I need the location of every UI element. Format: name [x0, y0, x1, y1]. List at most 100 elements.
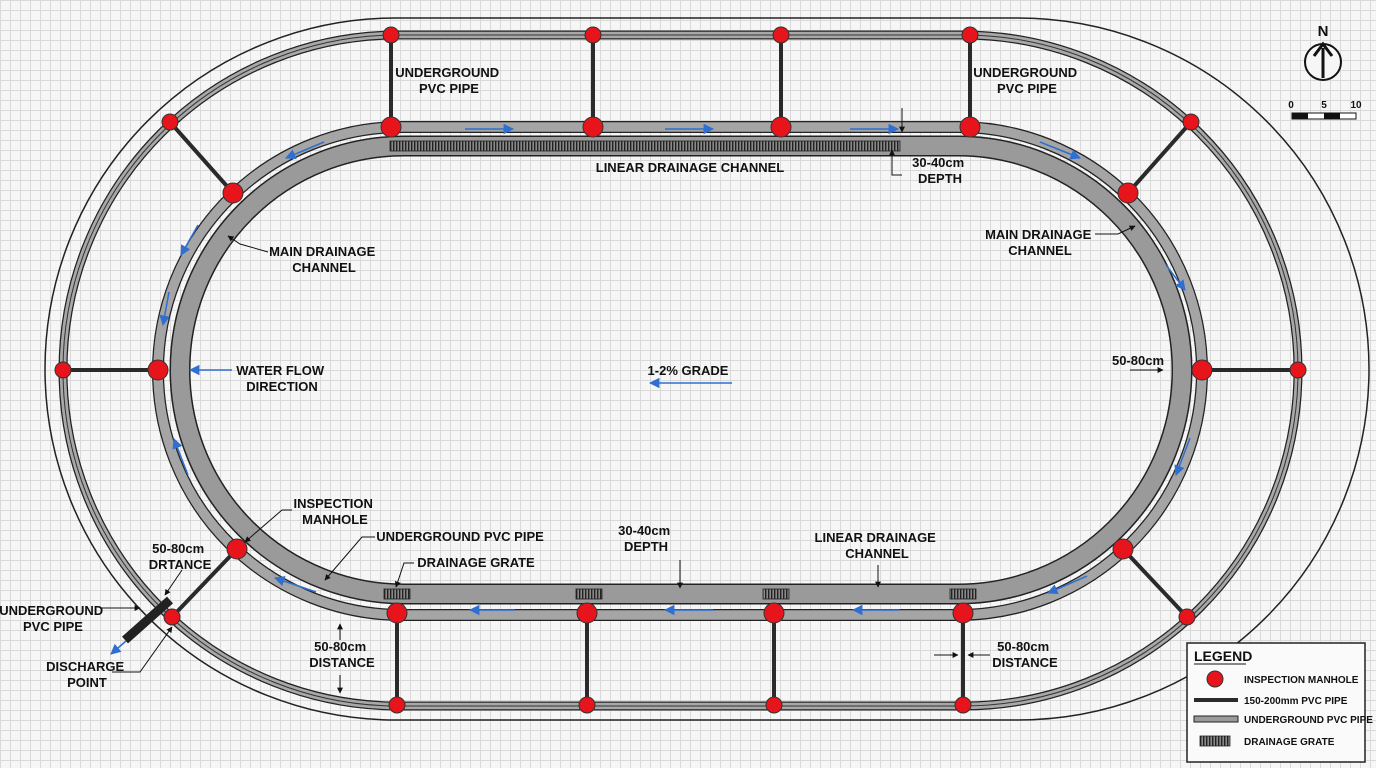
flow-arrow — [172, 438, 189, 476]
label-distance-bottom: 50-80cm DISTANCE — [309, 639, 375, 670]
leader-main-channel-right — [1095, 225, 1136, 235]
leader-underground-pipe-bottom — [324, 536, 375, 581]
flow-arrow — [274, 576, 317, 593]
label-distance-bl: 50-80cm DRTANCE — [149, 541, 212, 572]
label-inspection-manhole: INSPECTION MANHOLE — [293, 496, 376, 527]
scale-tick-10: 10 — [1350, 100, 1362, 111]
legend-item-manhole: INSPECTION MANHOLE — [1206, 670, 1359, 688]
manhole-symbol-icon — [1206, 670, 1224, 688]
label-linear-channel-top: LINEAR DRAINAGE CHANNEL — [596, 160, 785, 175]
leader-discharge — [112, 626, 173, 673]
label-discharge: DISCHARGE POINT — [46, 659, 128, 690]
label-water-flow: WATER FLOW DIRECTION — [236, 363, 327, 394]
north-compass: N — [1304, 23, 1342, 81]
leader-inspection-manhole — [244, 509, 292, 543]
manhole — [226, 538, 248, 560]
pvc-pipe — [168, 120, 235, 195]
scale-tick-5: 5 — [1321, 100, 1327, 111]
manhole — [765, 696, 783, 714]
legend-title: LEGEND — [1194, 648, 1252, 664]
label-underground-pipe-bottom: UNDERGROUND PVC PIPE — [376, 529, 544, 544]
drainage-grate — [762, 588, 790, 600]
manhole — [772, 26, 790, 44]
label-main-channel-left: MAIN DRAINAGE CHANNEL — [269, 244, 379, 275]
manhole — [54, 361, 72, 379]
north-arrow-icon — [1312, 41, 1334, 57]
legend-label: INSPECTION MANHOLE — [1244, 675, 1359, 686]
drainage-grate — [383, 588, 411, 600]
manhole — [763, 602, 785, 624]
grate-symbol-icon — [1199, 735, 1231, 747]
flow-arrow — [1047, 575, 1088, 595]
inspection-manholes — [54, 26, 1307, 714]
label-main-channel-right: MAIN DRAINAGE CHANNEL — [985, 227, 1095, 258]
manhole — [386, 602, 408, 624]
manhole — [163, 608, 181, 626]
flow-arrow — [285, 141, 325, 160]
manhole — [1289, 361, 1307, 379]
label-underground-pipe-left: UNDERGROUND PVC PIPE — [0, 603, 107, 634]
flow-arrow — [159, 291, 170, 327]
legend-item-grate: DRAINAGE GRATE — [1199, 735, 1335, 748]
drainage-grate — [575, 588, 603, 600]
outer-boundary — [44, 17, 1370, 721]
pvc-pipe-connectors — [63, 35, 1298, 705]
flow-arrow — [1174, 437, 1191, 476]
manhole — [388, 696, 406, 714]
manhole — [1182, 113, 1200, 131]
manhole — [770, 116, 792, 138]
flow-arrow — [1165, 264, 1186, 291]
pvc-pipe — [170, 547, 239, 619]
manhole — [161, 113, 179, 131]
discharge-pipe — [122, 596, 173, 644]
legend-label: 150-200mm PVC PIPE — [1244, 696, 1348, 707]
drainage-grate — [389, 140, 901, 152]
leader-depth-top-2 — [889, 149, 902, 176]
manhole — [1191, 359, 1213, 381]
flow-arrows — [159, 123, 1191, 616]
manhole — [1117, 182, 1139, 204]
manhole — [584, 26, 602, 44]
compass-label: N — [1318, 23, 1329, 40]
label-depth-bottom: 30-40cm DEPTH — [618, 523, 674, 554]
label-distance-right: 50-80cm DISTANCE — [992, 639, 1058, 670]
manhole — [222, 182, 244, 204]
manhole — [952, 602, 974, 624]
legend-label: DRAINAGE GRATE — [1244, 737, 1335, 748]
legend-item-pvc-pipe: 150-200mm PVC PIPE — [1194, 696, 1348, 707]
underground-pipe-symbol-icon — [1193, 715, 1239, 723]
label-depth-top: 30-40cm DEPTH — [912, 155, 968, 186]
leader-lines — [100, 108, 1164, 694]
label-underground-pipe-top-right: UNDERGROUND PVC PIPE — [973, 65, 1081, 96]
legend-label: UNDERGROUND PVC PIPE — [1244, 715, 1373, 726]
pvc-pipe — [1121, 547, 1189, 619]
label-width-right: 50-80cm — [1112, 353, 1164, 368]
flow-arrow — [1039, 141, 1081, 160]
drainage-grates — [383, 140, 977, 600]
manhole — [1178, 608, 1196, 626]
manhole — [961, 26, 979, 44]
leader-drainage-grate — [394, 562, 414, 588]
manhole — [576, 602, 598, 624]
scale-tick-0: 0 — [1288, 100, 1294, 111]
manhole — [578, 696, 596, 714]
manhole — [147, 359, 169, 381]
manhole — [954, 696, 972, 714]
legend: LEGEND INSPECTION MANHOLE 150-200mm PVC … — [1186, 642, 1373, 763]
discharge-flow-arrow — [110, 640, 127, 655]
manhole — [382, 26, 400, 44]
label-drainage-grate: DRAINAGE GRATE — [417, 555, 535, 570]
leader-distance-bl — [164, 569, 183, 596]
label-grade: 1-2% GRADE — [648, 363, 729, 378]
label-linear-channel-bottom: LINEAR DRAINAGE CHANNEL — [815, 530, 940, 561]
flow-arrow — [180, 224, 199, 256]
manhole — [1112, 538, 1134, 560]
pvc-pipe — [1126, 120, 1193, 195]
diagram-labels: UNDERGROUND PVC PIPE UNDERGROUND PVC PIP… — [0, 65, 1164, 690]
drainage-grate — [949, 588, 977, 600]
label-underground-pipe-top-left: UNDERGROUND PVC PIPE — [395, 65, 503, 96]
scale-bar: 0 5 10 — [1288, 100, 1362, 120]
manhole — [380, 116, 402, 138]
leader-main-channel-left — [227, 235, 269, 253]
